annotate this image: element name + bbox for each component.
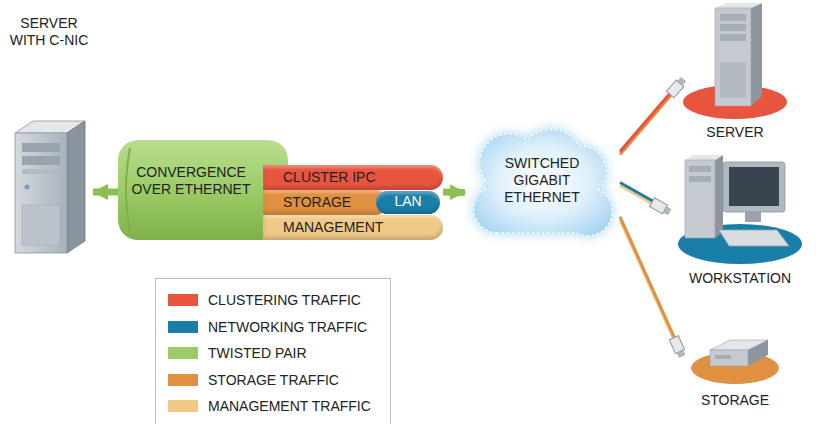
node-label: STORAGE bbox=[283, 190, 351, 215]
server-icon-part bbox=[22, 205, 60, 245]
convergence-cable: CONVERGENCE OVER ETHERNET CLUSTER IPCSTOR… bbox=[118, 140, 443, 240]
cluster-band: CLUSTER IPC bbox=[263, 165, 443, 190]
cable-plug bbox=[666, 76, 687, 98]
legend-label: STORAGE TRAFFIC bbox=[208, 371, 339, 389]
workstation-icon-part bbox=[723, 162, 785, 212]
network-cloud: SWITCHED GIGABIT ETHERNET bbox=[465, 105, 620, 260]
node-label: CONVERGENCE OVER ETHERNET bbox=[124, 164, 258, 198]
server-icon-part bbox=[720, 14, 746, 21]
legend-entry: CLUSTERING TRAFFIC bbox=[168, 291, 361, 309]
node-label: SWITCHED GIGABIT ETHERNET bbox=[492, 155, 592, 206]
workstation-icon-part bbox=[689, 166, 711, 172]
cable-group bbox=[620, 76, 687, 154]
server-icon-part bbox=[25, 185, 30, 190]
legend-swatch bbox=[168, 400, 198, 412]
workstation-icon-part bbox=[715, 155, 723, 238]
server-node: SERVER bbox=[680, 2, 790, 147]
server-icon-part bbox=[715, 3, 762, 8]
cable-plug bbox=[649, 198, 671, 217]
storage-icon-part bbox=[748, 340, 768, 366]
legend-label: NETWORKING TRAFFIC bbox=[208, 318, 367, 336]
workstation-icon-part bbox=[685, 155, 723, 160]
ethernet-arrow bbox=[93, 188, 118, 195]
node-label: CLUSTER IPC bbox=[283, 165, 376, 190]
server-icon-part bbox=[22, 156, 60, 165]
server-icon-part bbox=[15, 133, 67, 253]
node-label: WORKSTATION bbox=[665, 270, 815, 287]
server-icon bbox=[5, 15, 93, 260]
workstation-icon-part bbox=[685, 160, 715, 238]
server-icon-part bbox=[720, 62, 746, 98]
server-icon-part bbox=[720, 34, 746, 41]
legend-swatch bbox=[168, 294, 198, 306]
cable-group bbox=[620, 183, 672, 217]
server-icon-part bbox=[22, 169, 60, 174]
cable-group bbox=[620, 217, 687, 359]
server-icon-part bbox=[715, 8, 751, 106]
server-icon-part bbox=[751, 3, 762, 106]
plug-tip bbox=[678, 78, 686, 86]
management-band: MANAGEMENT bbox=[263, 215, 443, 240]
legend-entry: NETWORKING TRAFFIC bbox=[168, 318, 367, 336]
server-icon-part bbox=[22, 143, 60, 152]
ethernet-arrow-group bbox=[93, 191, 118, 192]
ethernet-arrow bbox=[443, 189, 465, 196]
legend-entry: TWISTED PAIR bbox=[168, 344, 307, 362]
legend-label: CLUSTERING TRAFFIC bbox=[208, 291, 361, 309]
node-label: SERVER WITH C-NIC bbox=[9, 15, 89, 49]
server-node: SERVER WITH C-NIC bbox=[5, 15, 93, 260]
cloud-shape-part bbox=[474, 129, 612, 235]
cable-plug bbox=[669, 336, 686, 358]
plug-tip bbox=[664, 207, 671, 215]
node-label: STORAGE bbox=[680, 392, 790, 409]
workstation-icon-part bbox=[689, 176, 711, 182]
legend-label: MANAGEMENT TRAFFIC bbox=[208, 397, 371, 415]
cloud-shape-part bbox=[474, 129, 612, 235]
legend-swatch bbox=[168, 321, 198, 333]
workstation-icon-part bbox=[719, 230, 789, 246]
lan-band: LAN bbox=[376, 191, 440, 214]
storage-icon-part bbox=[715, 355, 731, 359]
workstation-icon-part bbox=[729, 167, 779, 206]
storage-node: STORAGE bbox=[680, 320, 790, 420]
plug-tip bbox=[677, 350, 685, 357]
workstation-node: WORKSTATION bbox=[665, 150, 815, 295]
legend-swatch bbox=[168, 374, 198, 386]
server-icon-part bbox=[720, 24, 746, 31]
node-label: MANAGEMENT bbox=[283, 215, 383, 240]
ethernet-arrow-group bbox=[443, 192, 465, 193]
server-icon-part bbox=[67, 121, 85, 253]
storage-icon-part bbox=[710, 350, 748, 366]
node-label: SERVER bbox=[680, 124, 790, 141]
legend-entry: STORAGE TRAFFIC bbox=[168, 371, 339, 389]
storage-band: STORAGE bbox=[263, 190, 388, 215]
twisted-pair-cable-part bbox=[126, 148, 130, 232]
node-label: LAN bbox=[376, 190, 440, 213]
cable bbox=[620, 217, 680, 350]
legend-box: CLUSTERING TRAFFIC NETWORKING TRAFFIC TWIS… bbox=[155, 278, 391, 424]
legend-entry: MANAGEMENT TRAFFIC bbox=[168, 397, 371, 415]
legend-swatch bbox=[168, 347, 198, 359]
legend-label: TWISTED PAIR bbox=[208, 344, 307, 362]
